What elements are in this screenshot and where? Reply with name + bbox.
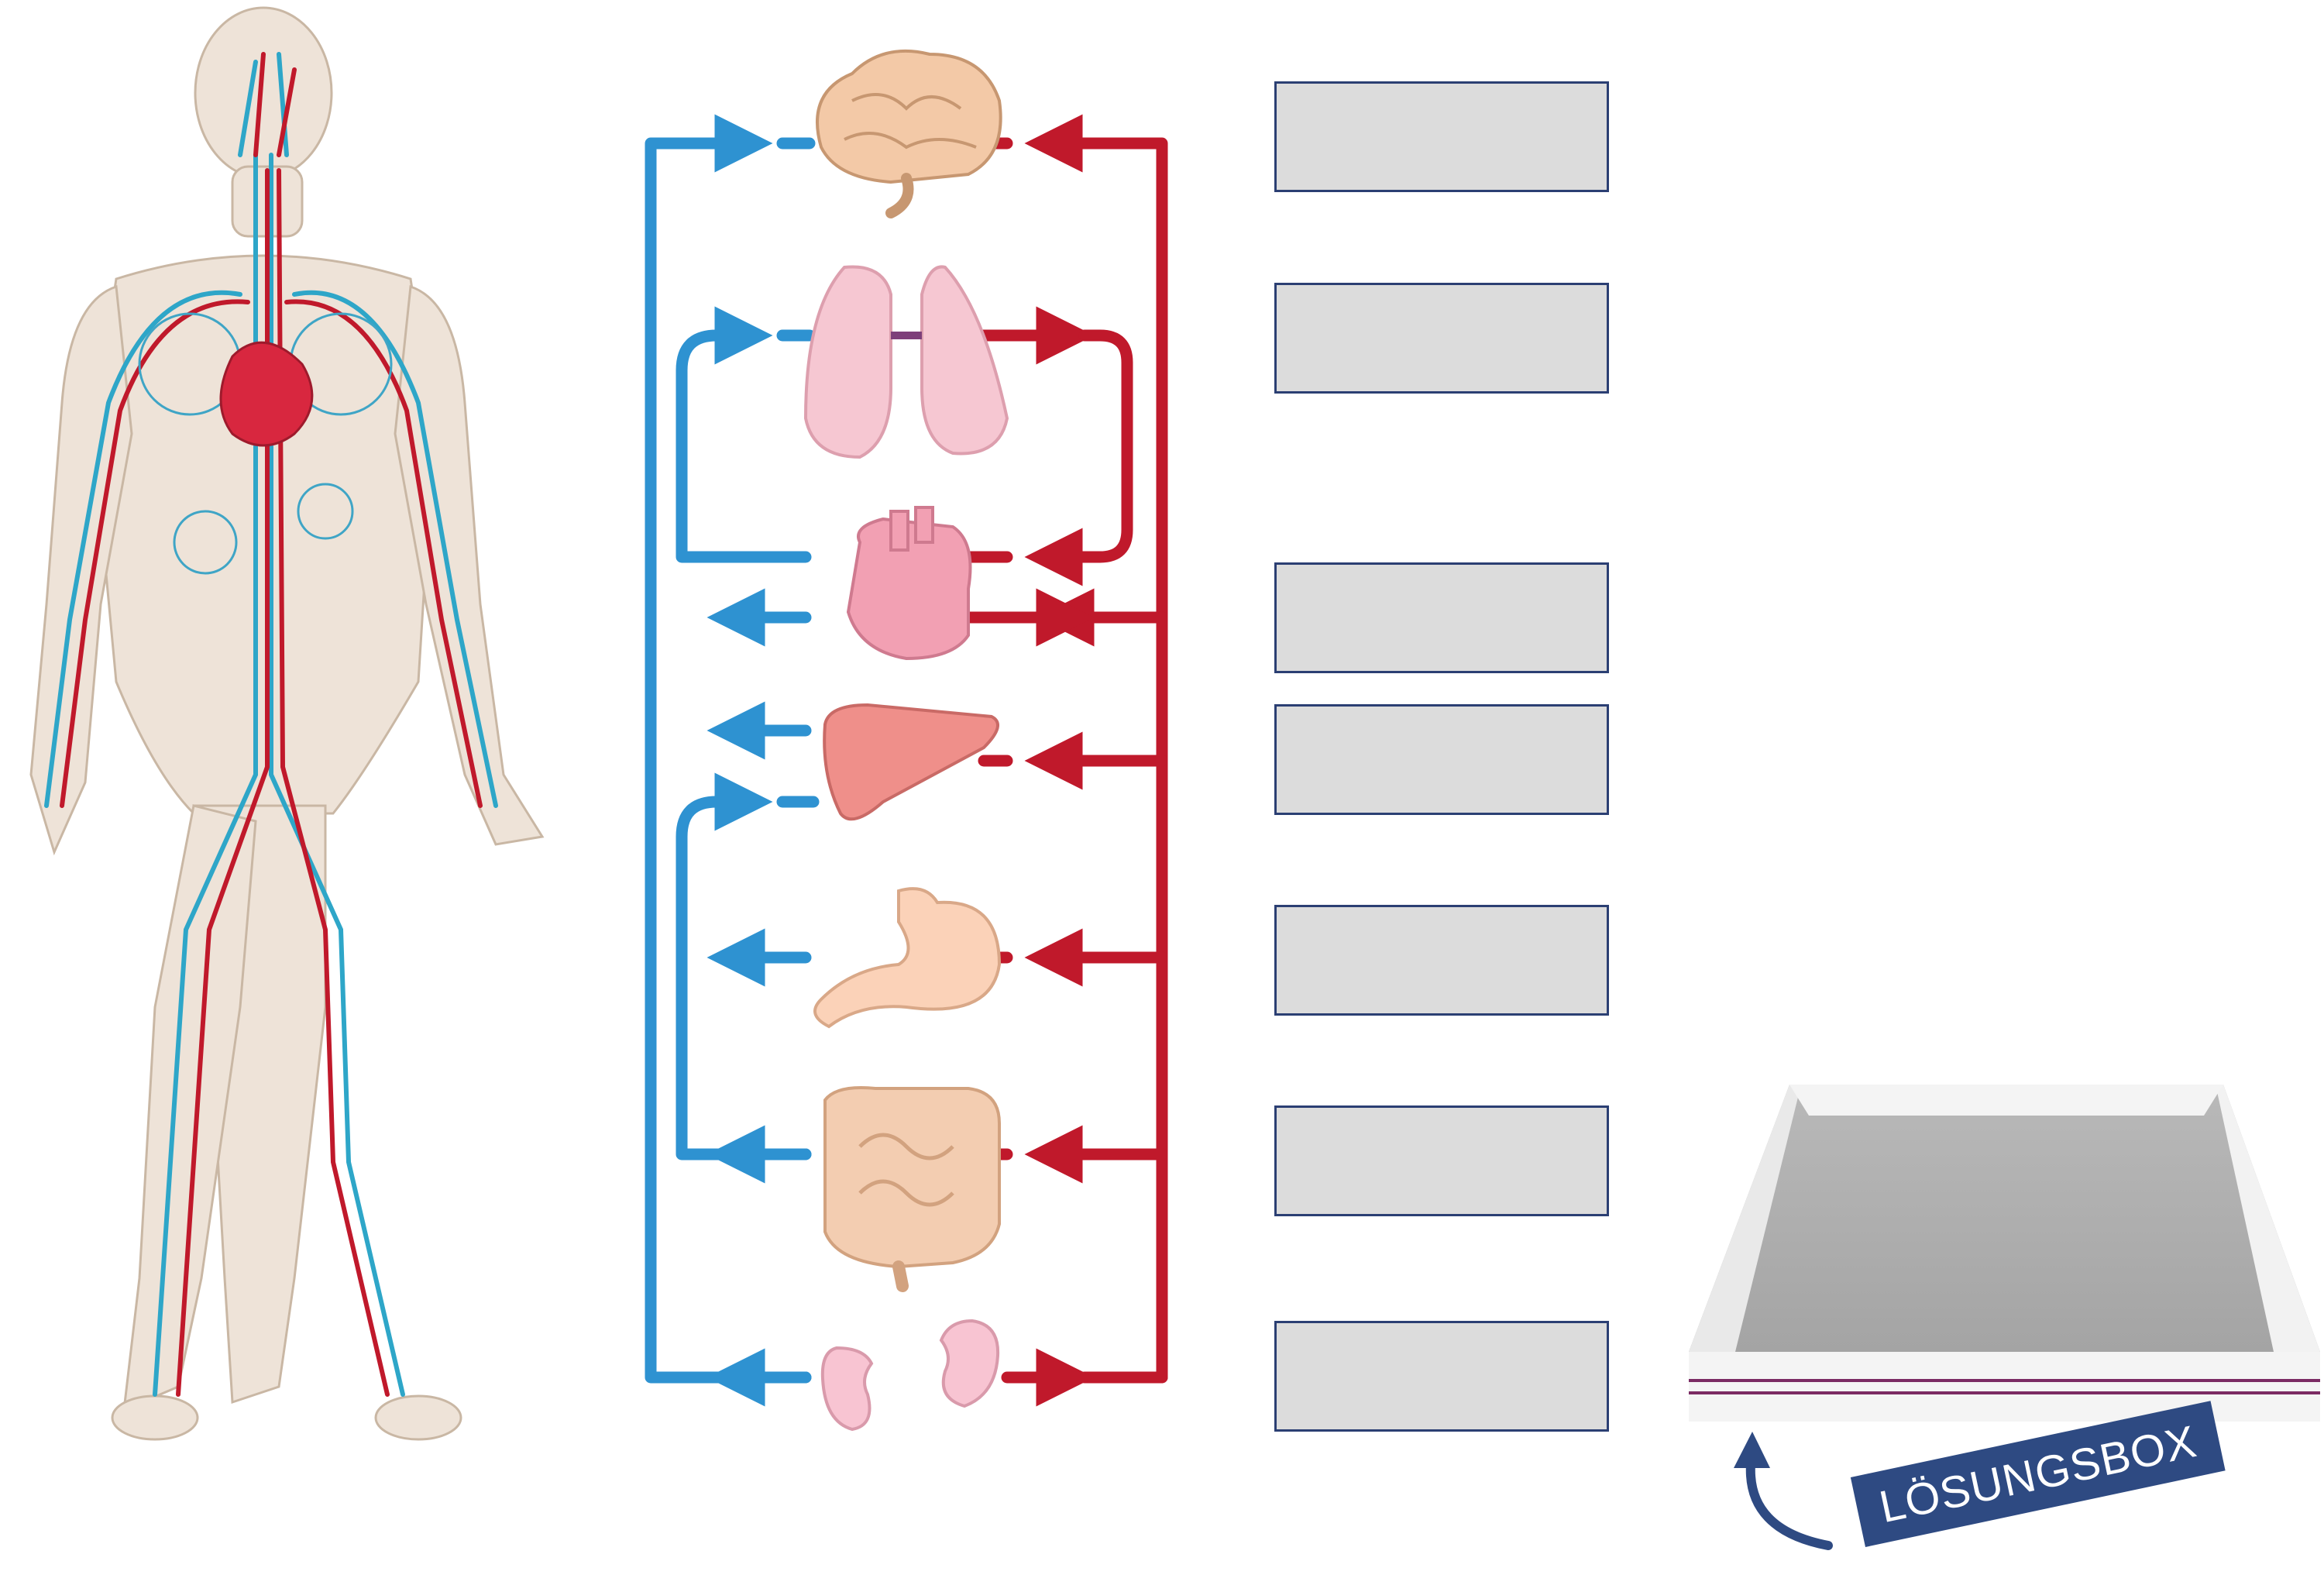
brain-icon xyxy=(816,49,1002,218)
liver-icon xyxy=(823,703,999,821)
lungs-icon xyxy=(803,265,1009,459)
answer-slot-liver[interactable] xyxy=(1274,704,1609,815)
vein-lines xyxy=(645,114,820,1407)
stomach-icon xyxy=(813,887,1002,1029)
kidneys-icon xyxy=(820,1319,1000,1432)
answer-slot-lungs[interactable] xyxy=(1274,283,1609,394)
heart-icon xyxy=(846,506,972,661)
answer-slot-heart[interactable] xyxy=(1274,562,1609,673)
answer-slot-stomach[interactable] xyxy=(1274,905,1609,1016)
curved-arrow-up-icon xyxy=(1734,1432,1770,1468)
answer-slot-intestines[interactable] xyxy=(1274,1105,1609,1216)
solution-box-tray[interactable] xyxy=(1689,1085,2320,1550)
answer-slot-kidneys[interactable] xyxy=(1274,1321,1609,1432)
answer-slot-brain[interactable] xyxy=(1274,81,1609,192)
intestines-icon xyxy=(823,1086,1001,1292)
human-body-illustration xyxy=(29,6,545,1441)
